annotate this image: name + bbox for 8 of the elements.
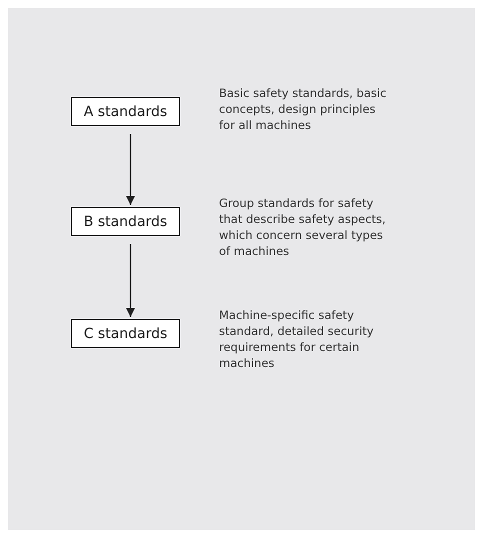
- standard-box: C standards: [71, 319, 180, 348]
- arrow: [126, 244, 135, 317]
- description-text: Group standards for safety that describe safety aspects, which concern several types of machines: [219, 195, 387, 259]
- arrow: [126, 134, 135, 205]
- standard-box: A standards: [71, 97, 180, 126]
- description-text: Machine-specific safety standard, detailed security requirements for certain machines: [219, 307, 375, 371]
- standard-box: B standards: [71, 207, 180, 236]
- description-text: Basic safety standards, basic concepts, design principles for all machines: [219, 85, 388, 133]
